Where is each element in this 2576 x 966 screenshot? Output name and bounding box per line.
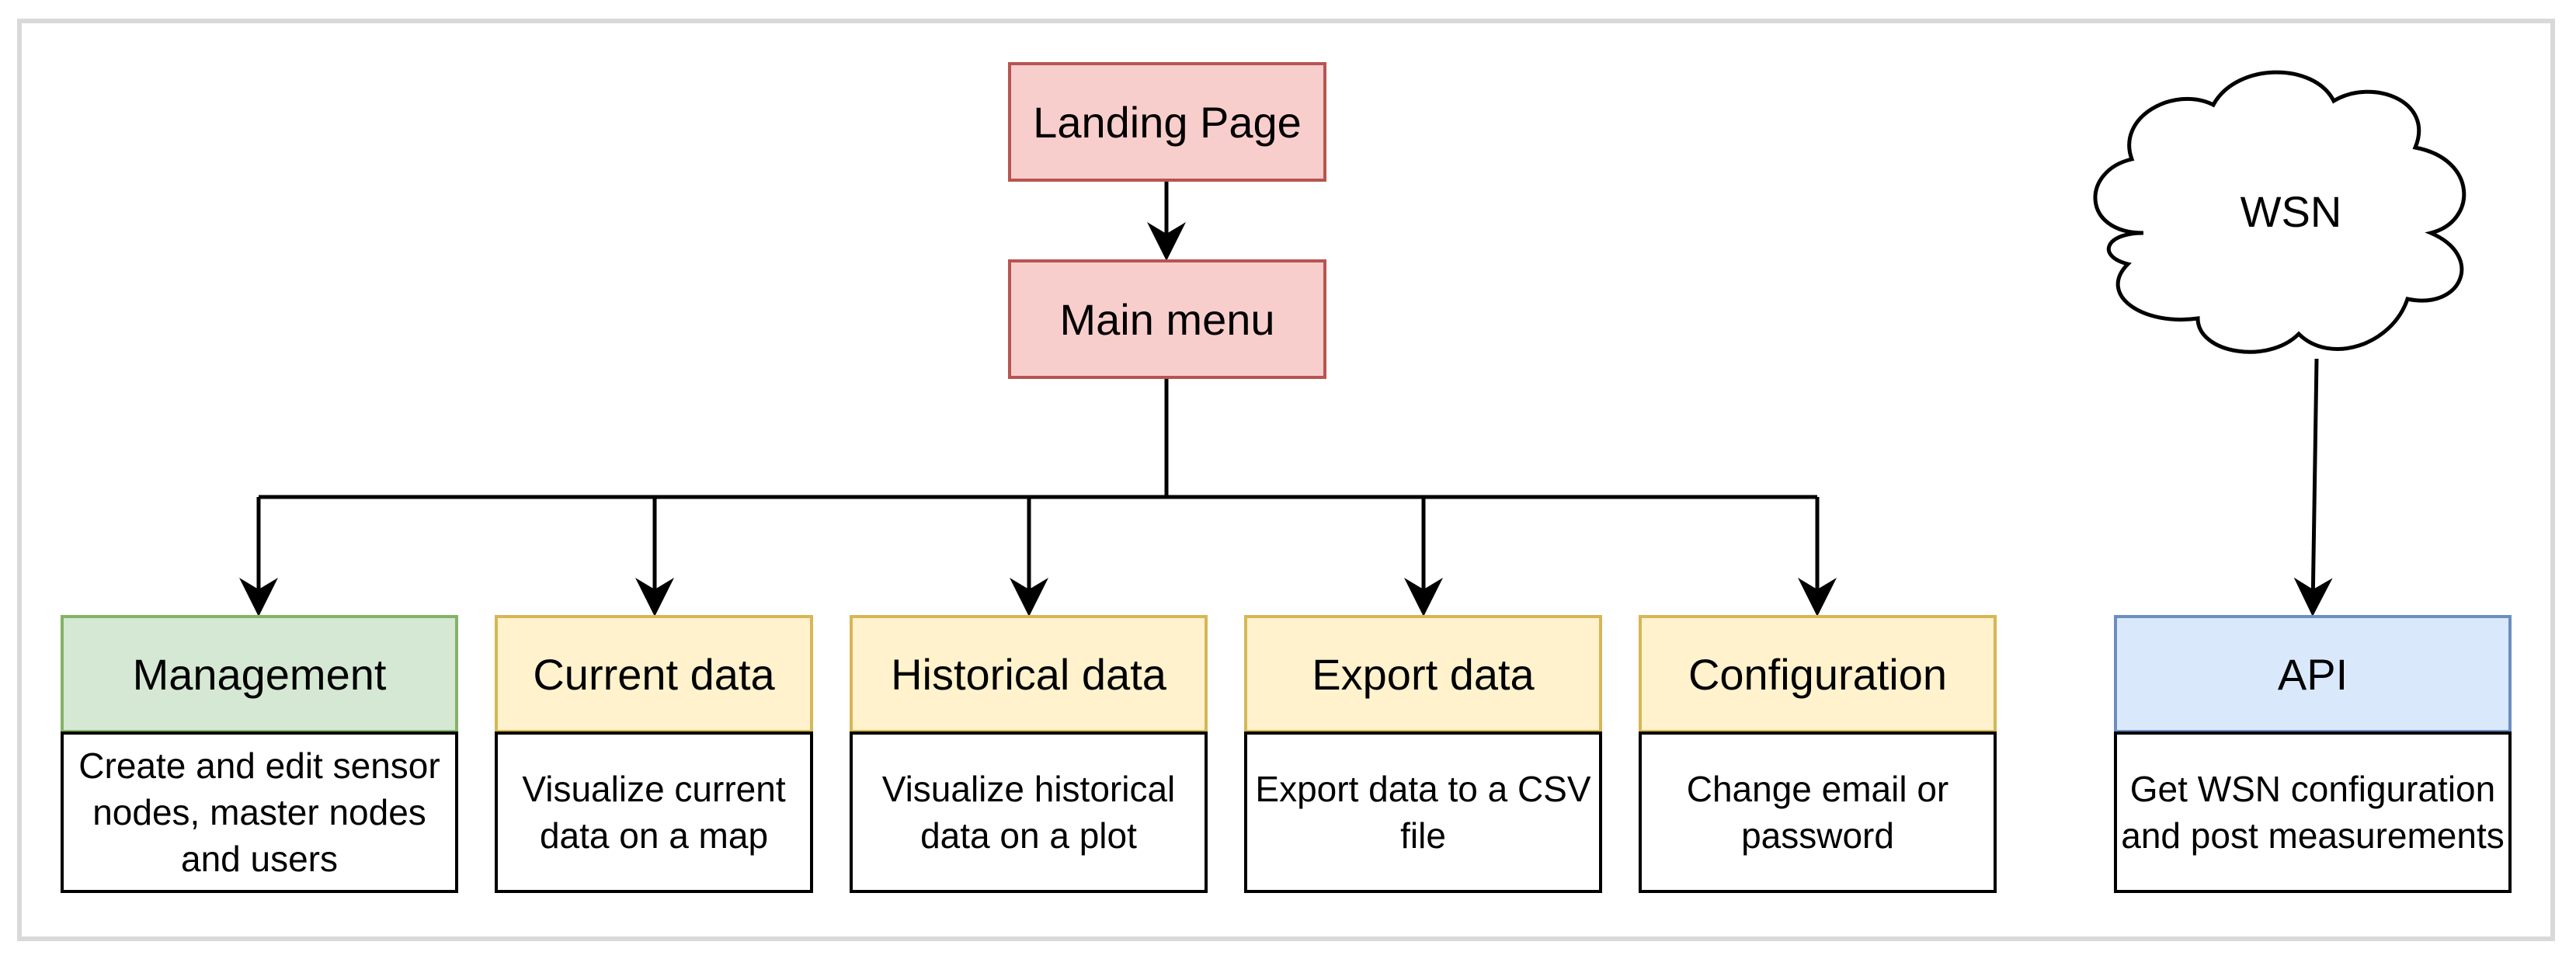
api-node: API — [2114, 615, 2512, 733]
export-data-description: Export data to a CSV file — [1244, 731, 1602, 893]
wsn-label: WSN — [2240, 187, 2342, 236]
historical-data-node: Historical data — [850, 615, 1208, 733]
historical-data-description: Visualize historical data on a plot — [850, 731, 1208, 893]
management-description: Create and edit sensor nodes, master nod… — [61, 731, 458, 893]
current-data-node: Current data — [495, 615, 813, 733]
main-menu-node: Main menu — [1008, 259, 1326, 379]
wsn-cloud-shape — [2093, 70, 2466, 354]
current-data-description: Visualize current data on a map — [495, 731, 813, 893]
edge-wsn-to-api — [2293, 358, 2333, 617]
configuration-node: Configuration — [1639, 615, 1997, 733]
management-node: Management — [61, 615, 458, 733]
landing-page-node: Landing Page — [1008, 62, 1326, 182]
diagram-frame — [17, 19, 2555, 941]
export-data-node: Export data — [1244, 615, 1602, 733]
configuration-description: Change email or password — [1639, 731, 1997, 893]
api-description: Get WSN configuration and post measureme… — [2114, 731, 2512, 893]
